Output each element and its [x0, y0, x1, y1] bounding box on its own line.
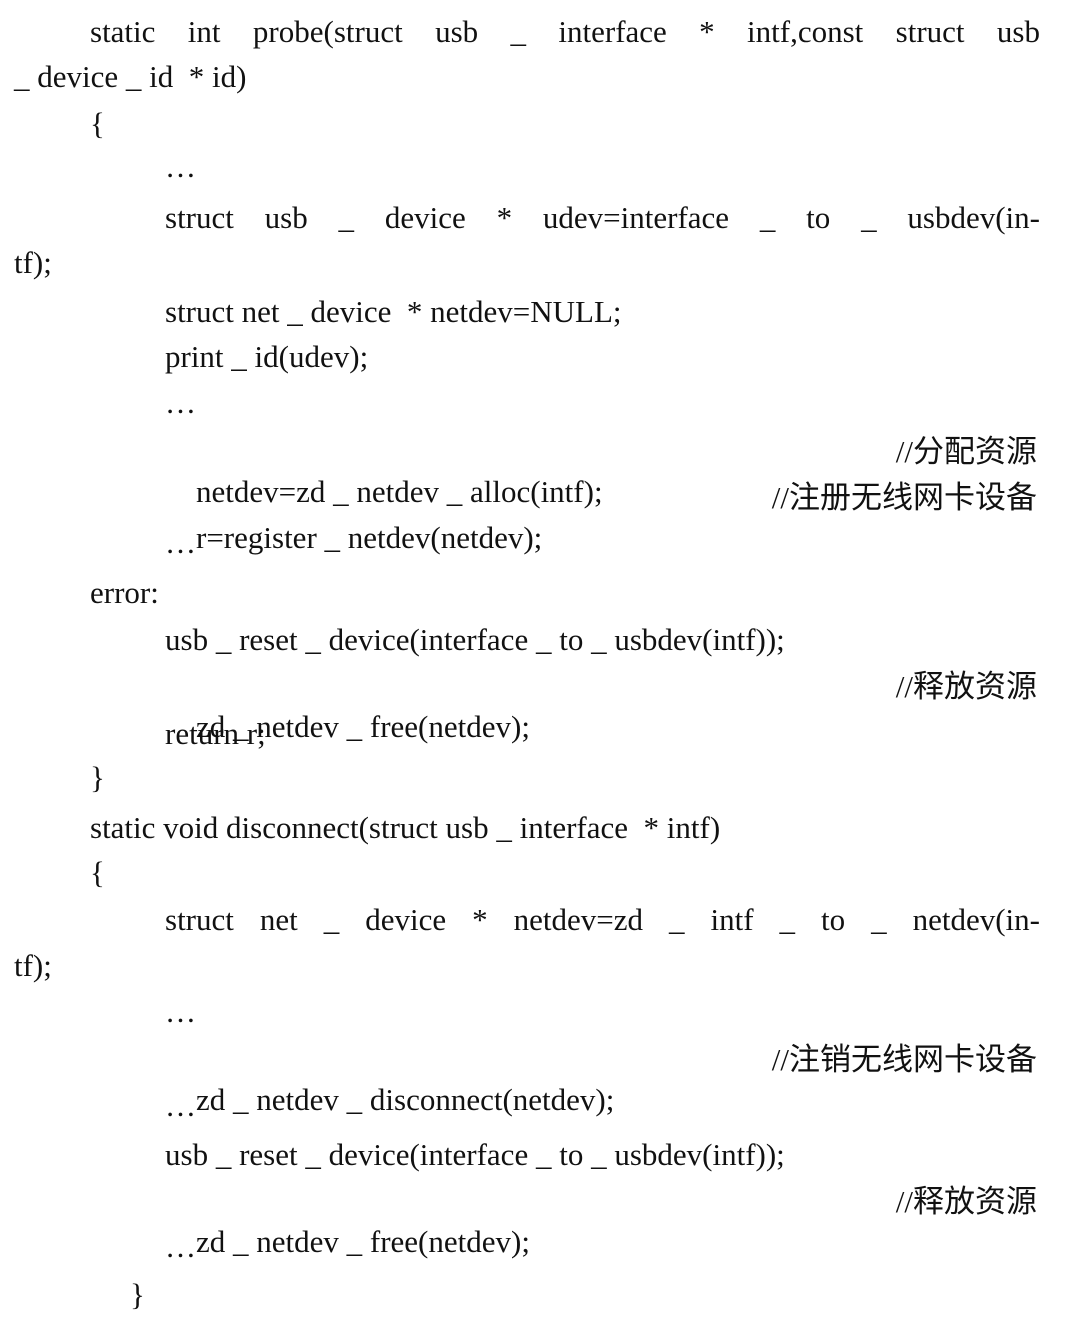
code-line: … [165, 385, 196, 420]
code-comment: //注册无线网卡设备 [771, 480, 1037, 515]
code-line: zd _ netdev _ free(netdev); //释放资源 [165, 1182, 1071, 1259]
code-comment: //释放资源 [895, 1184, 1037, 1219]
code-text: zd _ netdev _ free(netdev); [196, 1224, 530, 1259]
code-line: … [165, 149, 196, 184]
code-comment: //注销无线网卡设备 [771, 1042, 1037, 1077]
code-text: r=register _ netdev(netdev); [196, 520, 543, 555]
code-text: zd _ netdev _ free(netdev); [196, 709, 530, 744]
code-comment: //分配资源 [895, 434, 1037, 469]
code-line: error: [90, 575, 159, 610]
code-line: tf); [14, 948, 52, 983]
code-line: struct net _ device * netdev=zd _ intf _… [165, 902, 1040, 937]
code-line: { [90, 106, 105, 141]
code-line: static int probe(struct usb _ interface … [90, 14, 1040, 49]
code-text: netdev=zd _ netdev _ alloc(intf); [196, 474, 603, 509]
code-text: zd _ netdev _ disconnect(netdev); [196, 1082, 615, 1117]
code-line: tf); [14, 245, 52, 280]
code-line: zd _ netdev _ free(netdev); //释放资源 [165, 667, 1071, 744]
code-line: … [165, 994, 196, 1029]
code-line: } [90, 760, 105, 795]
code-line: usb _ reset _ device(interface _ to _ us… [165, 1137, 785, 1172]
code-comment: //释放资源 [895, 669, 1037, 704]
code-line: r=register _ netdev(netdev); //注册无线网卡设备 [165, 478, 1071, 555]
code-line: zd _ netdev _ disconnect(netdev); //注销无线… [165, 1040, 1071, 1117]
code-line: … [165, 525, 196, 560]
code-line: usb _ reset _ device(interface _ to _ us… [165, 622, 785, 657]
code-line: … [165, 1229, 196, 1264]
code-line: static void disconnect(struct usb _ inte… [90, 810, 721, 845]
code-line: { [90, 855, 105, 890]
code-line: netdev=zd _ netdev _ alloc(intf); //分配资源 [165, 432, 1071, 509]
code-line: return r; [165, 716, 266, 751]
code-line: _ device _ id * id) [14, 59, 247, 94]
code-line: } [130, 1277, 145, 1312]
code-line: struct usb _ device * udev=interface _ t… [165, 200, 1040, 235]
code-line: print _ id(udev); [165, 339, 369, 374]
code-line: … [165, 1088, 196, 1123]
code-line: struct net _ device * netdev=NULL; [165, 294, 622, 329]
